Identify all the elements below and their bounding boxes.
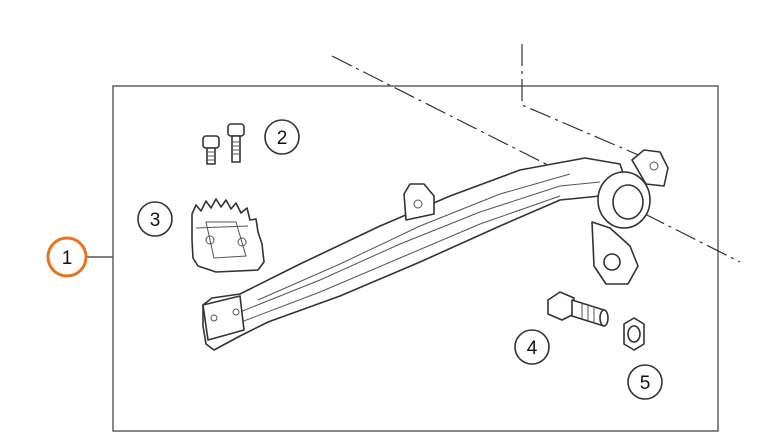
callout-5-label: 5 <box>640 373 651 394</box>
callout-1-label: 1 <box>62 248 73 269</box>
bolts-part <box>202 123 245 165</box>
callout-2-circle <box>264 119 300 155</box>
mount-axis-line <box>521 44 651 161</box>
nut-part <box>623 317 645 351</box>
kick-lever-part <box>202 149 669 351</box>
callout-5: 5 <box>627 364 663 400</box>
kit-frame <box>112 85 719 432</box>
callout-4-label: 4 <box>527 338 538 359</box>
bolt-part <box>547 291 609 327</box>
callout-3: 3 <box>137 201 173 237</box>
pivot-axis-line <box>331 55 741 263</box>
callout-3-circle <box>137 201 173 237</box>
callout-4: 4 <box>514 329 550 365</box>
callout-2-label: 2 <box>277 128 288 149</box>
step-pad-part <box>191 198 265 273</box>
callout-3-label: 3 <box>150 210 161 231</box>
callout-1-circle <box>46 236 88 278</box>
callout-1: 1 <box>46 236 88 278</box>
callout-5-circle <box>627 364 663 400</box>
callout-2: 2 <box>264 119 300 155</box>
callout-4-circle <box>514 329 550 365</box>
